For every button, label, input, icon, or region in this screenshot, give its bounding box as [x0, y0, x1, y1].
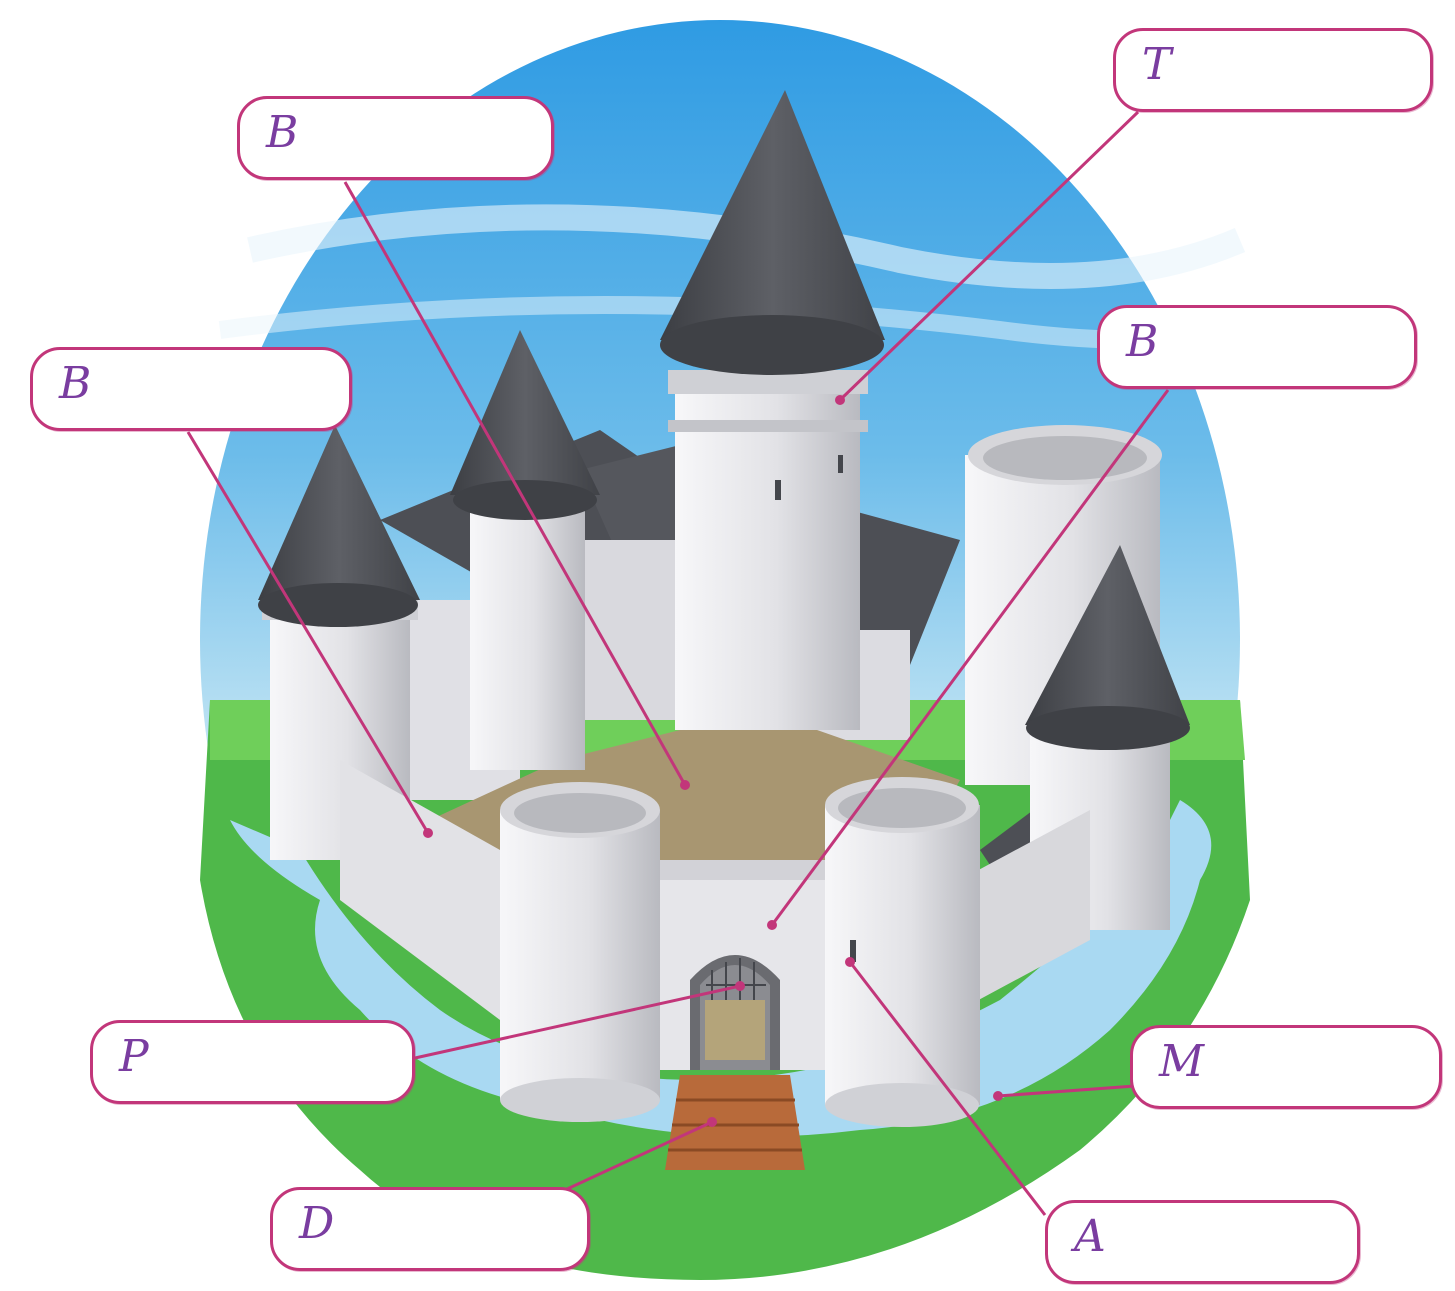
gatehouse — [640, 860, 830, 1070]
label-box-portcullis[interactable]: P — [90, 1020, 415, 1104]
label-box-battlement[interactable]: B — [30, 347, 352, 431]
label-letter-battlement: B — [59, 362, 91, 406]
answer-field-drawbridge[interactable] — [353, 1204, 563, 1254]
label-box-barbican[interactable]: B — [1097, 305, 1417, 389]
answer-field-moat[interactable] — [1213, 1042, 1415, 1092]
label-letter-bailey: B — [266, 111, 298, 155]
label-box-bailey[interactable]: B — [237, 96, 554, 180]
answer-field-portcullis[interactable] — [173, 1037, 388, 1087]
drawbridge — [665, 1075, 805, 1170]
label-letter-drawbridge: D — [299, 1202, 334, 1246]
answer-field-barbican[interactable] — [1180, 322, 1390, 372]
answer-field-tower[interactable] — [1196, 45, 1406, 95]
label-box-drawbridge[interactable]: D — [270, 1187, 590, 1271]
label-letter-portcullis: P — [119, 1035, 149, 1079]
label-letter-barbican: B — [1126, 320, 1158, 364]
answer-field-bailey[interactable] — [320, 113, 527, 163]
label-box-arrow-slit[interactable]: A — [1045, 1200, 1360, 1284]
front-left-tower — [500, 782, 660, 1122]
front-right-tower — [825, 777, 980, 1127]
answer-field-arrow-slit[interactable] — [1128, 1217, 1333, 1267]
label-box-moat[interactable]: M — [1130, 1025, 1442, 1109]
label-letter-arrow-slit: A — [1074, 1215, 1106, 1259]
label-box-tower[interactable]: T — [1113, 28, 1433, 112]
label-letter-tower: T — [1142, 43, 1171, 87]
answer-field-battlement[interactable] — [113, 364, 325, 414]
label-letter-moat: M — [1159, 1040, 1204, 1084]
